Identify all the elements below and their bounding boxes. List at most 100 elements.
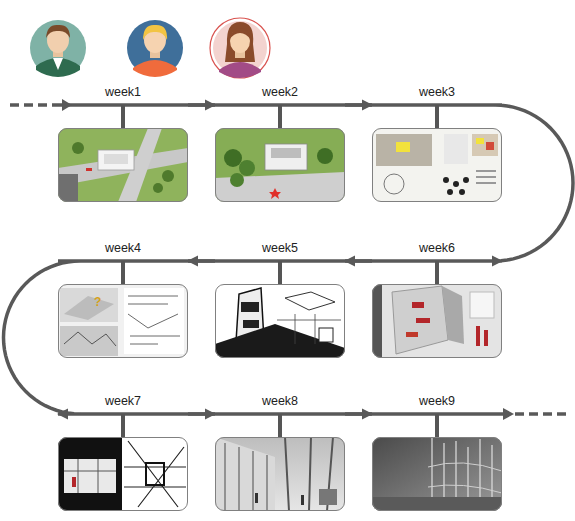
- site-render-thumbnail-part: [86, 168, 92, 171]
- avatar-person-part: [143, 25, 167, 40]
- site-render-thumbnail-part: [215, 128, 345, 202]
- analysis-board-thumbnail-part: [443, 177, 449, 183]
- avatar-man: [30, 20, 86, 77]
- week-label: week5: [215, 241, 345, 255]
- site-render-thumbnail-part: [153, 183, 163, 193]
- section-drawing-thumbnail-part: [64, 459, 116, 493]
- avatar-man-part: [30, 20, 86, 76]
- model-drawing-thumbnail: [215, 284, 345, 358]
- thumbnail-frame: [215, 284, 345, 358]
- timeline-line: [10, 105, 570, 414]
- avatar-woman-part: [230, 29, 250, 53]
- site-render-thumbnail-part: [224, 149, 242, 167]
- analysis-board-thumbnail-part: [372, 128, 502, 202]
- week-node: week3: [372, 84, 502, 202]
- site-render-thumbnail: [58, 128, 188, 202]
- perspective-render-thumbnail-part: [225, 443, 267, 511]
- site-render-thumbnail-part: [239, 160, 255, 176]
- concept-sketch-thumbnail-part: [124, 288, 184, 354]
- timeline-arrow: [345, 412, 372, 416]
- week-label: week8: [215, 394, 345, 408]
- analysis-board-thumbnail-part: [476, 176, 496, 178]
- analysis-board-thumbnail-part: [444, 134, 468, 164]
- model-drawing-thumbnail-part: [319, 328, 333, 342]
- perspective-render-thumbnail-part: [215, 437, 275, 511]
- section-drawing-thumbnail-part: [58, 437, 188, 511]
- analysis-board-thumbnail-part: [376, 134, 432, 166]
- concept-sketch-thumbnail: ?: [58, 284, 188, 358]
- avatar-person-part: [133, 60, 177, 77]
- site-render-thumbnail-part: [230, 173, 244, 187]
- massing-model-thumbnail-part: [476, 326, 480, 346]
- thumbnail-frame: [58, 437, 188, 511]
- site-render-thumbnail-part: [265, 144, 307, 170]
- avatar-woman: [210, 18, 270, 78]
- week-label: week6: [372, 241, 502, 255]
- facade-render-thumbnail-part: [372, 437, 502, 511]
- concept-sketch-thumbnail-part: [60, 288, 118, 322]
- avatar-man-part: [53, 58, 63, 70]
- massing-model-thumbnail-part: [392, 286, 448, 354]
- model-drawing-thumbnail-part: [243, 320, 259, 328]
- section-drawing-thumbnail-part: [58, 437, 122, 511]
- site-render-thumbnail: [215, 128, 345, 202]
- timeline-line-part: [10, 103, 58, 107]
- site-render-thumbnail-part: [72, 142, 84, 154]
- site-render-thumbnail-part: [271, 148, 301, 158]
- analysis-board-thumbnail-part: [396, 142, 410, 152]
- thumbnail-frame: [215, 437, 345, 511]
- timeline-stem-part: [435, 261, 439, 284]
- avatar-woman-part: [210, 18, 270, 78]
- week-node: week5: [215, 240, 345, 358]
- concept-sketch-thumbnail-part: [128, 296, 180, 344]
- perspective-render-thumbnail-part: [319, 489, 337, 505]
- timeline-stem-part: [121, 105, 125, 128]
- section-drawing-thumbnail-part: [72, 477, 76, 487]
- week-label: week3: [372, 85, 502, 99]
- week-label: week4: [58, 241, 188, 255]
- analysis-board-thumbnail-part: [459, 189, 465, 195]
- site-render-thumbnail-part: [58, 174, 78, 202]
- site-render-thumbnail-part: [98, 150, 134, 170]
- massing-model-thumbnail-part: [372, 284, 382, 358]
- analysis-board-thumbnail-part: [463, 177, 469, 183]
- massing-model-thumbnail-part: [412, 302, 424, 308]
- timeline-line-part: [80, 412, 505, 416]
- analysis-board-thumbnail-part: [472, 134, 498, 156]
- site-render-thumbnail-part: [104, 154, 128, 164]
- timeline-line-part: [80, 259, 495, 263]
- avatar-person-part: [127, 20, 183, 76]
- concept-sketch-thumbnail-part: [64, 332, 116, 346]
- massing-model-thumbnail-part: [416, 318, 430, 323]
- site-render-thumbnail-part: [269, 188, 281, 199]
- week-node: week6: [372, 240, 502, 358]
- thumbnail-frame: [58, 128, 188, 202]
- avatar-woman-part: [219, 62, 261, 78]
- perspective-render-thumbnail: [215, 437, 345, 511]
- facade-render-thumbnail-part: [428, 463, 502, 493]
- avatar-man-part: [46, 25, 70, 38]
- timeline-arrow: [188, 412, 215, 416]
- site-render-thumbnail-part: [58, 128, 188, 202]
- timeline-arrowhead-part: [62, 99, 72, 111]
- timeline-arrowhead-part: [503, 408, 514, 420]
- massing-model-thumbnail-part: [484, 330, 488, 346]
- analysis-board-thumbnail-part: [384, 174, 404, 194]
- massing-model-thumbnail: [372, 284, 502, 358]
- week-node: week1: [58, 84, 188, 202]
- timeline-stem-part: [278, 261, 282, 284]
- timeline-arrow: [495, 105, 573, 261]
- site-render-thumbnail-part: [162, 170, 174, 182]
- avatar-person: [127, 20, 183, 77]
- thumbnail-frame: [215, 128, 345, 202]
- massing-model-thumbnail-part: [442, 286, 464, 344]
- section-drawing-thumbnail-part: [124, 441, 186, 507]
- analysis-board-thumbnail-part: [476, 138, 484, 144]
- thumbnail-frame: [372, 128, 502, 202]
- timeline-line-part: [515, 412, 570, 416]
- model-drawing-thumbnail-part: [215, 324, 345, 358]
- section-drawing-thumbnail-part: [64, 459, 116, 493]
- timeline-stem-part: [121, 414, 125, 437]
- perspective-render-thumbnail-part: [301, 495, 304, 505]
